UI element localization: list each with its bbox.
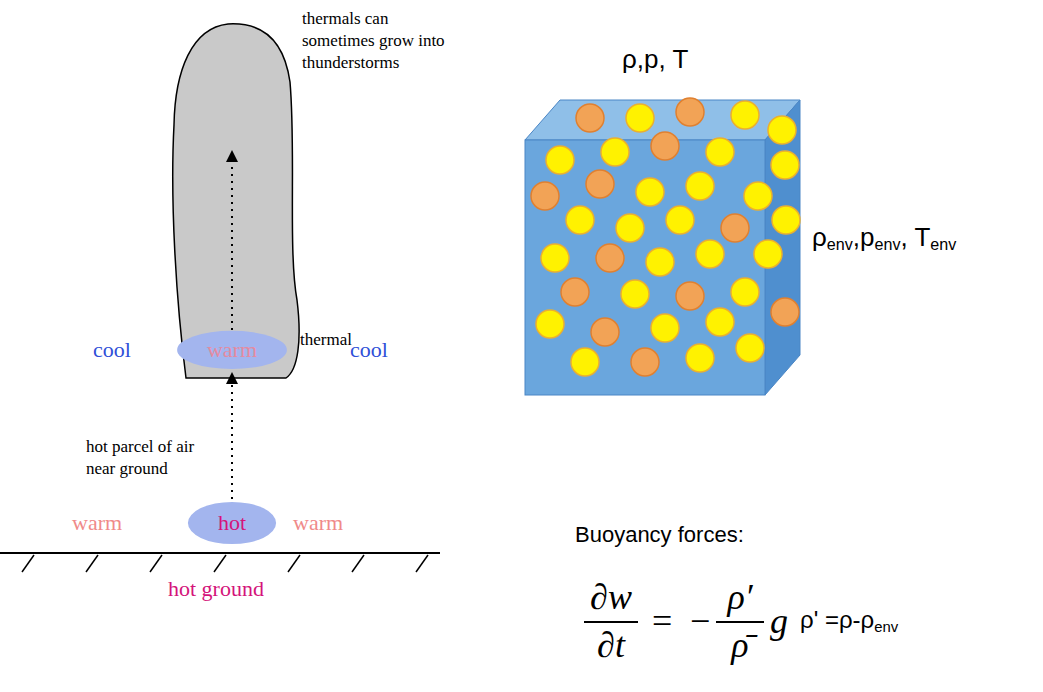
temperature-label: cool	[350, 337, 388, 363]
rising-arrow	[231, 160, 233, 330]
warm-thermal: warm	[176, 330, 288, 370]
equation-part: =	[652, 600, 672, 642]
ground-hatch	[22, 555, 428, 572]
temperature-label: warm	[72, 510, 122, 536]
annotation: thermals can sometimes grow into thunder…	[302, 8, 452, 74]
annotation: hot parcel of air near ground	[86, 436, 226, 480]
equation-part: ∂w	[590, 576, 632, 618]
equation-part: g	[770, 600, 788, 642]
equation-part: ∂t	[597, 624, 625, 666]
ground-line	[0, 552, 440, 554]
hot-air-parcel: hot	[187, 501, 277, 545]
air-volume-cube	[525, 100, 800, 395]
node-text: warm	[207, 337, 257, 363]
state-variables: ρ,p, T	[622, 44, 688, 75]
fraction-bar	[584, 621, 638, 623]
annotation: thermal	[300, 330, 352, 350]
equation-part: −	[690, 600, 710, 642]
arrowhead	[226, 150, 238, 162]
node-text: hot	[218, 510, 246, 536]
equation-part: ρ′	[727, 576, 752, 618]
fraction-bar	[716, 621, 764, 623]
molecules	[531, 98, 800, 376]
temperature-label: warm	[293, 510, 343, 536]
equation-title: Buoyancy forces:	[575, 522, 744, 548]
equation-part: ρ̄	[731, 624, 748, 666]
ground-label: hot ground	[168, 576, 264, 602]
state-variables: ρenv,penv, Tenv	[812, 222, 956, 253]
equation-definition: ρ' =ρ-ρenv	[800, 606, 898, 634]
thermal-cloud	[173, 24, 299, 378]
rising-arrow	[226, 372, 238, 499]
temperature-label: cool	[93, 337, 131, 363]
